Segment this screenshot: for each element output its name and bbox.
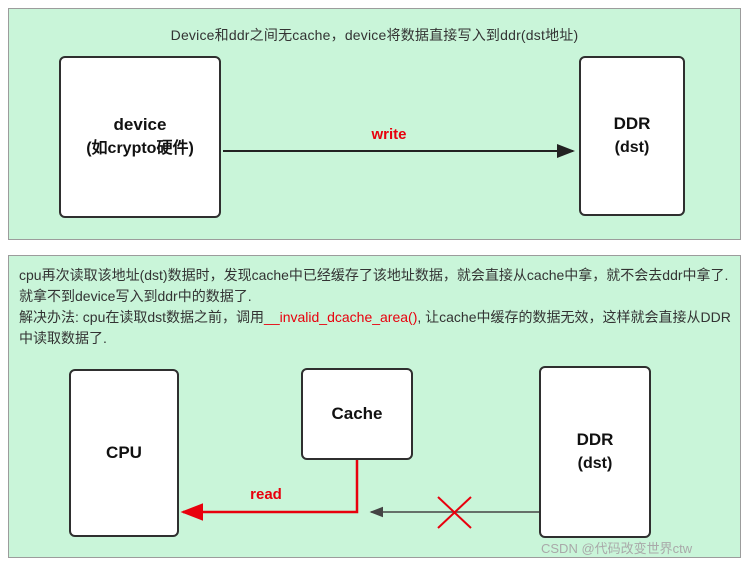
top-panel-title: Device和ddr之间无cache，device将数据直接写入到ddr(dst…: [170, 27, 579, 43]
ddr-box-top-sublabel: (dst): [614, 139, 650, 156]
cpu-box-label: CPU: [106, 443, 142, 462]
ddr-box-bottom-sublabel: (dst): [577, 455, 613, 472]
ddr-box-bottom-label: DDR: [576, 430, 614, 449]
read-arrow-label: read: [250, 486, 282, 503]
solution-code: __invalid_dcache_area(): [264, 309, 418, 325]
cache-box: Cache: [301, 368, 413, 460]
solution-suffix: , 让cache中缓存的数据无效，这样就会直接从DDR中读取数据了.: [19, 309, 731, 346]
explanation-paragraph: cpu再次读取该地址(dst)数据时，发现cache中已经缓存了该地址数据，就会…: [19, 267, 729, 304]
ddr-box-bottom: DDR (dst): [539, 366, 651, 538]
watermark: CSDN @代码改变世界ctw: [541, 541, 693, 556]
bottom-panel: cpu再次读取该地址(dst)数据时，发现cache中已经缓存了该地址数据，就会…: [8, 255, 741, 558]
top-panel: Device和ddr之间无cache，device将数据直接写入到ddr(dst…: [8, 8, 741, 240]
x-mark-icon: [437, 496, 472, 529]
device-box-label: device: [113, 115, 167, 134]
device-box-sublabel: (如crypto硬件): [86, 140, 194, 157]
ddr-box-top: DDR (dst): [579, 56, 685, 216]
cache-box-label: Cache: [331, 404, 383, 423]
write-arrow-label: write: [371, 126, 407, 143]
ddr-box-top-label: DDR: [613, 114, 651, 133]
explanation-text: cpu再次读取该地址(dst)数据时，发现cache中已经缓存了该地址数据，就会…: [19, 265, 733, 349]
cpu-box: CPU: [69, 369, 179, 537]
solution-prefix: 解决办法: cpu在读取dst数据之前，调用: [19, 309, 265, 325]
device-box: device (如crypto硬件): [59, 56, 221, 218]
